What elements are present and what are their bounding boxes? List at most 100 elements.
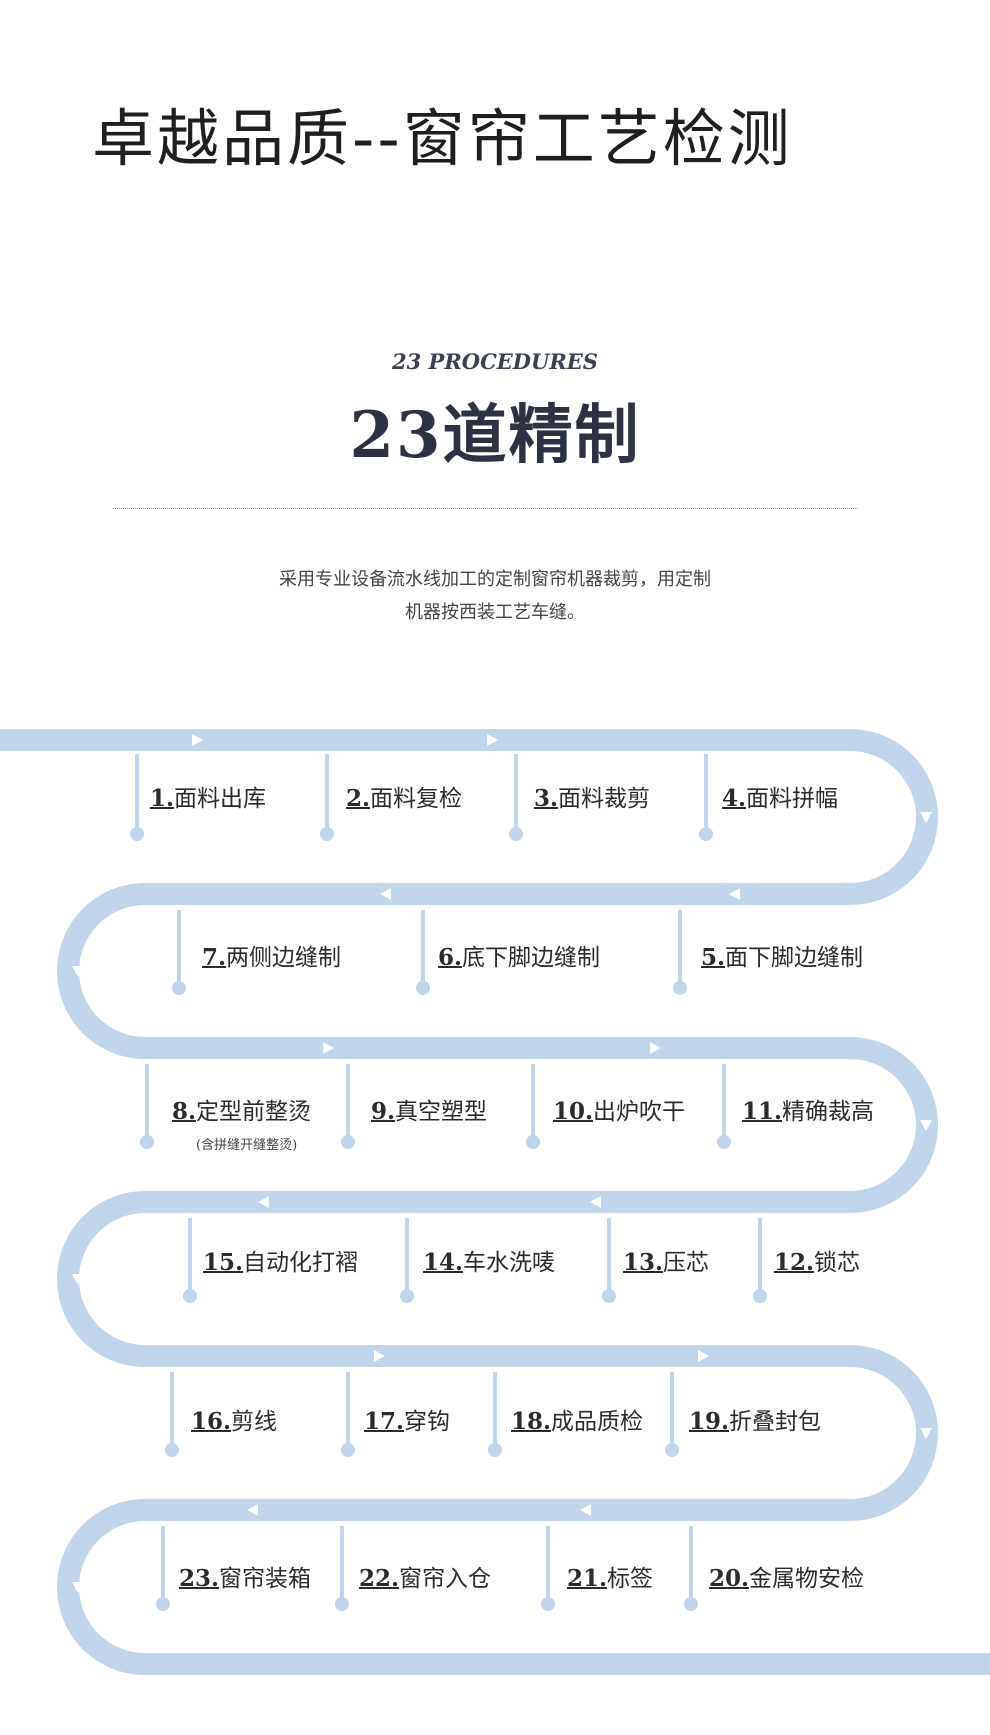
step-label: 窗帘入仓 [399,1566,492,1592]
direction-arrow-icon [192,734,203,746]
step-pin-dot [541,1597,555,1611]
step-number: 7. [202,944,227,971]
step-pin-dot [673,981,687,995]
step-label: 面料裁剪 [558,786,651,812]
step-number: 3. [534,785,559,812]
step-pin-dot [699,827,713,841]
dotted-divider [113,508,858,509]
step-pin-dot [140,1135,154,1149]
step-pin-dot [400,1289,414,1303]
step-pin-dot [341,1135,355,1149]
step-number: 21. [567,1565,608,1592]
step-number: 20. [709,1565,750,1592]
step-7: 7.两侧边缝制 [202,946,341,970]
step-pin-dot [341,1443,355,1457]
step-pin-dot [320,827,334,841]
step-4: 4.面料拼幅 [722,787,838,811]
step-pins [130,754,767,1611]
step-number: 1. [150,785,175,812]
direction-arrow-icon [323,1042,334,1054]
step-pin-dot [172,981,186,995]
step-21: 21.标签 [567,1567,653,1591]
step-label: 成品质检 [551,1409,644,1435]
page-title: 卓越品质--窗帘工艺检测 [92,102,793,175]
direction-arrow-icon [72,966,84,977]
step-pin-dot [602,1289,616,1303]
section-heading: 23道精制 [349,398,641,473]
step-number: 17. [364,1408,405,1435]
step-number: 12. [774,1249,815,1276]
step-label: 剪线 [231,1409,278,1435]
direction-arrow-icon [920,812,932,823]
step-label: 压芯 [663,1250,710,1276]
direction-arrow-icon [920,1120,932,1131]
step-label: 窗帘装箱 [219,1566,312,1592]
step-number: 8. [172,1098,197,1125]
step-pin-dot [165,1443,179,1457]
step-number: 13. [623,1249,664,1276]
step-1: 1.面料出库 [150,787,266,811]
direction-arrow-icon [729,888,740,900]
step-label: 精确裁高 [782,1099,875,1125]
step-11: 11.精确裁高 [742,1100,874,1124]
direction-arrow-icon [650,1042,661,1054]
serpentine-path [0,729,990,1675]
step-19: 19.折叠封包 [689,1410,821,1434]
direction-arrow-icon [374,1350,385,1362]
step-9: 9.真空塑型 [371,1100,487,1124]
step-22: 22.窗帘入仓 [359,1567,491,1591]
step-pin-dot [488,1443,502,1457]
step-3: 3.面料裁剪 [534,787,650,811]
step-label: 折叠封包 [729,1409,822,1435]
step-pin-dot [717,1135,731,1149]
step-pin-dot [665,1443,679,1457]
direction-arrow-icon [698,1350,709,1362]
direction-arrow-icon [72,1582,84,1593]
direction-arrow-icon [247,1504,258,1516]
step-number: 2. [346,785,371,812]
direction-arrow-icon [590,1196,601,1208]
step-number: 23. [179,1565,220,1592]
step-pin-dot [130,827,144,841]
step-pin-dot [416,981,430,995]
step-label: 锁芯 [814,1250,861,1276]
direction-arrows [72,734,932,1593]
description-line-1: 采用专业设备流水线加工的定制窗帘机器裁剪，用定制 [279,569,711,590]
step-number: 16. [191,1408,232,1435]
step-pin-dot [509,827,523,841]
direction-arrow-icon [380,888,391,900]
step-20: 20.金属物安检 [709,1567,864,1591]
direction-arrow-icon [487,734,498,746]
step-label: 面料复检 [370,786,463,812]
step-pin-dot [183,1289,197,1303]
subtitle-english: 23 PROCEDURES [392,349,598,374]
step-number: 6. [438,944,463,971]
step-2: 2.面料复检 [346,787,462,811]
step-label: 金属物安检 [749,1566,865,1592]
step-pin-dot [156,1597,170,1611]
step-label: 定型前整烫 [196,1099,312,1125]
step-note: (含拼缝开缝整烫) [196,1138,298,1153]
step-label: 底下脚边缝制 [462,945,601,971]
step-number: 5. [701,944,726,971]
step-pin-dot [684,1597,698,1611]
step-label: 面料出库 [174,786,267,812]
step-6: 6.底下脚边缝制 [438,946,600,970]
step-10: 10.出炉吹干 [553,1100,685,1124]
step-pin-dot [526,1135,540,1149]
step-label: 面料拼幅 [746,786,839,812]
step-number: 14. [423,1249,464,1276]
step-number: 22. [359,1565,400,1592]
direction-arrow-icon [580,1504,591,1516]
step-16: 16.剪线 [191,1410,277,1434]
step-label: 出炉吹干 [593,1099,686,1125]
step-number: 18. [511,1408,552,1435]
step-12: 12.锁芯 [774,1251,860,1275]
step-8: 8.定型前整烫 [172,1100,311,1124]
step-pin-dot [753,1289,767,1303]
step-14: 14.车水洗唛 [423,1251,555,1275]
step-number: 11. [742,1098,783,1125]
step-label: 车水洗唛 [463,1250,556,1276]
step-label: 真空塑型 [395,1099,488,1125]
